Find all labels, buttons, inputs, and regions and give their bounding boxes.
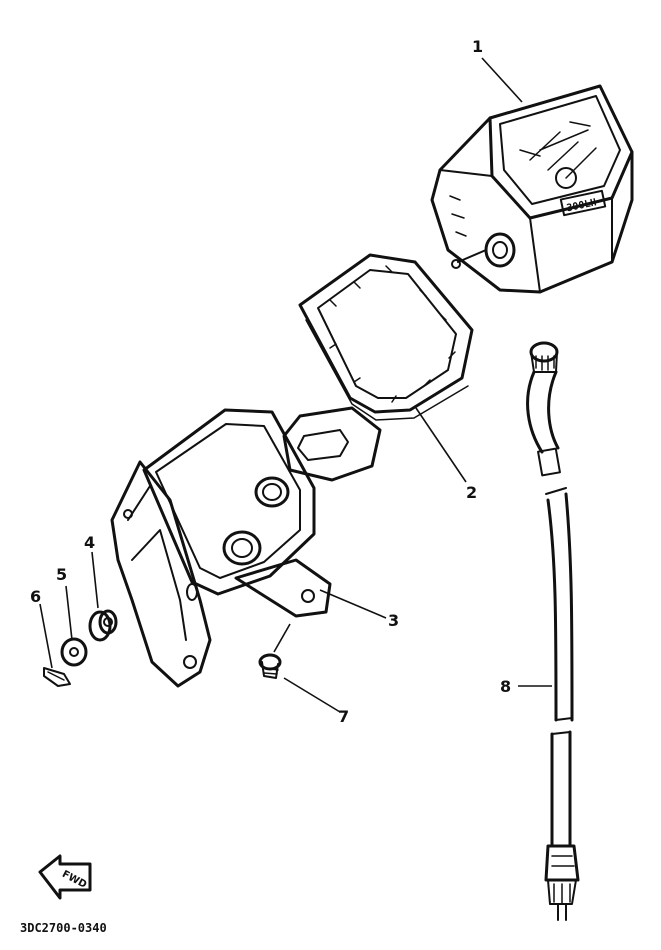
part-8-speedometer-cable: [526, 341, 580, 921]
part-1-meter-assembly: 300LH: [430, 84, 634, 294]
fwd-arrow: FWD: [38, 854, 92, 900]
label-part-2: 2: [466, 483, 477, 502]
label-part-7: 7: [338, 707, 349, 726]
diagram-code: 3DC2700-0340: [20, 921, 107, 935]
part-4-grommet: [88, 609, 118, 642]
label-part-1: 1: [472, 37, 483, 56]
part-5-washer: [60, 637, 88, 667]
label-part-8: 8: [500, 677, 511, 696]
part-6-clip: [43, 667, 71, 687]
label-part-4: 4: [84, 533, 95, 552]
part-3-meter-case: [110, 406, 382, 688]
part-2-gasket: [298, 253, 474, 421]
fwd-label: FWD: [60, 869, 88, 891]
label-part-3: 3: [388, 611, 399, 630]
part-7-screw: [258, 653, 282, 679]
label-part-5: 5: [56, 565, 67, 584]
callout-lines: [39, 57, 552, 713]
label-part-6: 6: [30, 587, 41, 606]
